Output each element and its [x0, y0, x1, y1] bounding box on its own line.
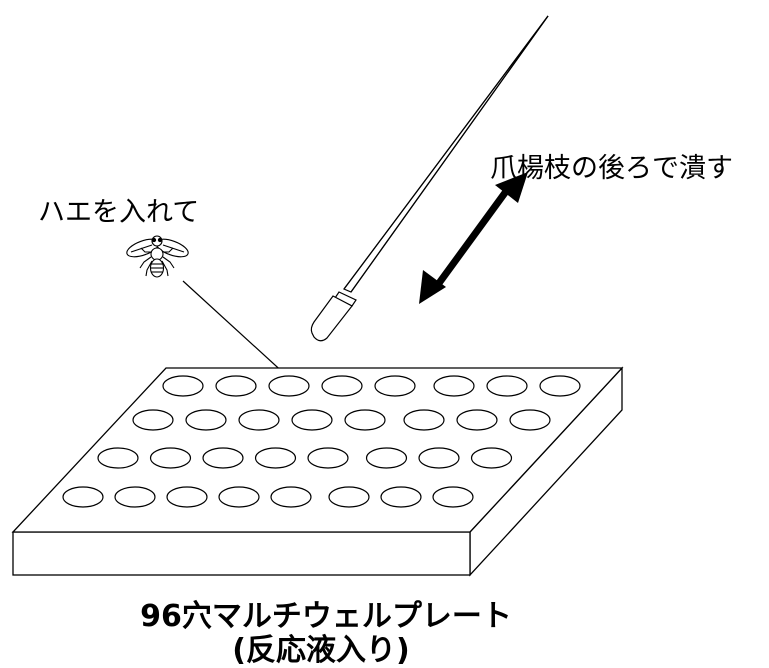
well — [149, 447, 192, 469]
plate-name-caption: 96穴マルチウェルプレート — [140, 599, 512, 634]
plate-front-face — [12, 531, 471, 576]
plate-wells — [62, 375, 581, 508]
well — [254, 447, 297, 469]
well — [114, 486, 156, 508]
well — [62, 486, 104, 508]
well — [202, 447, 244, 469]
well — [344, 409, 386, 431]
well — [321, 375, 363, 397]
well — [365, 447, 408, 469]
well — [456, 409, 498, 431]
well — [486, 375, 528, 397]
well — [328, 486, 370, 508]
well — [539, 375, 581, 397]
well — [418, 447, 460, 469]
multiwell-plate — [11, 366, 624, 577]
well — [291, 409, 333, 431]
well — [470, 447, 513, 469]
toothpick-icon — [310, 15, 549, 342]
well — [307, 447, 349, 469]
well — [215, 375, 257, 397]
well — [380, 486, 422, 508]
fly-instruction-label: ハエを入れて — [38, 197, 199, 228]
well — [238, 409, 280, 431]
well — [166, 486, 208, 508]
well — [270, 486, 312, 508]
well — [162, 375, 204, 397]
well — [185, 409, 227, 431]
well — [432, 486, 474, 508]
fly-icon — [126, 235, 189, 278]
well — [403, 409, 445, 431]
well — [132, 409, 174, 431]
well — [97, 447, 139, 469]
well — [433, 375, 475, 397]
crush-instruction-label: 爪楊枝の後ろで潰す — [490, 153, 733, 184]
well — [374, 375, 416, 397]
well — [218, 486, 260, 508]
well — [509, 409, 551, 431]
plate-note-caption: (反応液入り) — [232, 633, 409, 668]
well — [268, 375, 310, 397]
double-arrow-icon — [419, 172, 528, 304]
